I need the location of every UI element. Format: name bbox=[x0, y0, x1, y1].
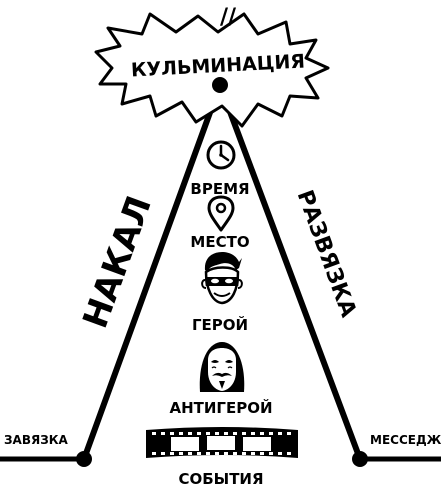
anonymous-mask-icon bbox=[199, 342, 245, 392]
element-label-antihero: АНТИГЕРОЙ bbox=[169, 398, 272, 417]
climax-burst bbox=[94, 12, 330, 128]
message-label: МЕССЕДЖ bbox=[370, 433, 441, 447]
location-pin-icon bbox=[207, 195, 235, 232]
element-label-hero: ГЕРОЙ bbox=[192, 315, 248, 334]
rising-line bbox=[81, 82, 223, 462]
hero-mask-icon bbox=[201, 252, 243, 305]
title-mark: // bbox=[220, 5, 237, 30]
element-label-events: СОБЫТИЯ bbox=[178, 470, 263, 488]
exposition-label: ЗАВЯЗКА bbox=[4, 433, 69, 447]
exposition-point bbox=[76, 451, 92, 467]
falling-line bbox=[217, 82, 363, 462]
clock-icon bbox=[206, 140, 236, 170]
film-strip-icon bbox=[146, 427, 298, 458]
message-point bbox=[352, 451, 368, 467]
element-label-time: ВРЕМЯ bbox=[190, 180, 249, 198]
climax-point bbox=[212, 77, 228, 93]
rising-action-label: НАКАЛ bbox=[75, 191, 159, 334]
element-label-place: МЕСТО bbox=[190, 233, 249, 251]
